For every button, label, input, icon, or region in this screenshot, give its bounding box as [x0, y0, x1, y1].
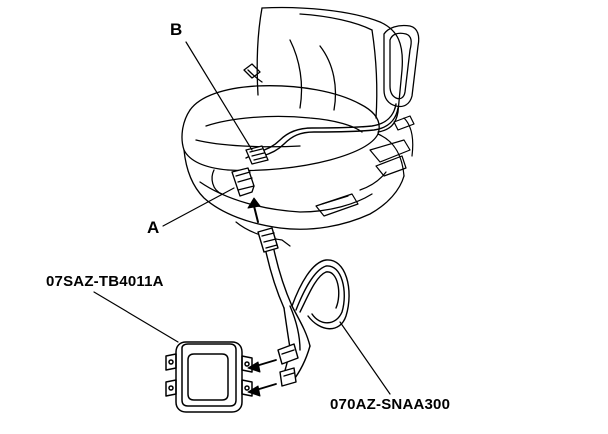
test-harness: [257, 227, 350, 387]
connect-arrow: [247, 197, 261, 223]
leader-lines: [93, 41, 391, 395]
seat-back: [243, 6, 404, 133]
callout-a: A: [147, 218, 160, 237]
side-airbag-pad: [383, 24, 420, 108]
callout-test-harness-part-number: 070AZ-SNAA300: [330, 396, 451, 413]
callout-test-box-part-number: 07SAZ-TB4011A: [46, 273, 164, 290]
seat-rail-frame: [235, 115, 415, 247]
connector-b: [245, 145, 269, 165]
seat-cushion: [181, 85, 405, 230]
test-box: [165, 341, 253, 413]
callout-b: B: [170, 20, 183, 39]
seat-wire-harness: [245, 103, 399, 159]
connector-a: [211, 167, 255, 197]
plug-arrows: [247, 359, 277, 397]
